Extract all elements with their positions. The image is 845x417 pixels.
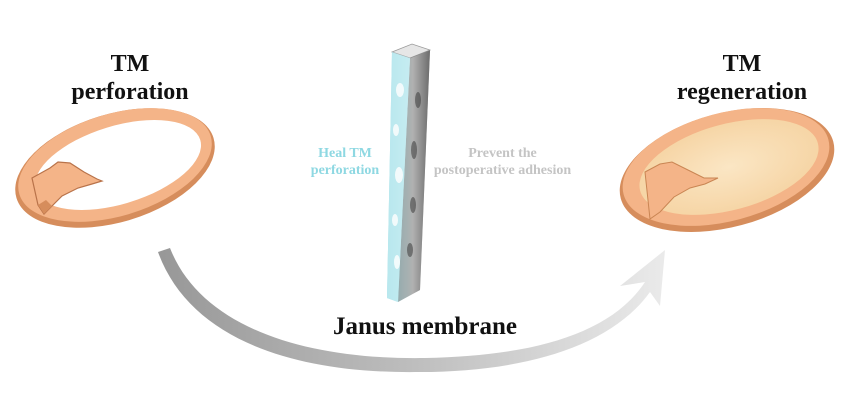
prevent-label-line2: postoperative adhesion [433, 163, 572, 178]
heal-label-line2: perforation [310, 163, 380, 178]
tm-perforation-title: TM perforation [60, 50, 200, 106]
heal-tm-perforation-label: Heal TM perforation [300, 145, 390, 179]
tm-regeneration-title: TM regeneration [652, 50, 832, 106]
tm-regeneration-title-line2: regeneration [676, 79, 808, 105]
tm-perforation-title-line1: TM [110, 51, 150, 77]
janus-membrane-illustration [387, 43, 432, 302]
tm-perforation-title-line2: perforation [71, 79, 189, 105]
janus-membrane-label: Janus membrane [332, 313, 518, 340]
heal-label-line1: Heal TM [318, 146, 372, 161]
tm-regeneration-title-line1: TM [722, 51, 762, 77]
transition-arrow [158, 248, 665, 373]
prevent-label-line1: Prevent the [468, 146, 537, 161]
tm-perforation-illustration [15, 108, 215, 228]
tm-regeneration-illustration [619, 108, 835, 232]
prevent-adhesion-label: Prevent the postoperative adhesion [425, 145, 580, 179]
